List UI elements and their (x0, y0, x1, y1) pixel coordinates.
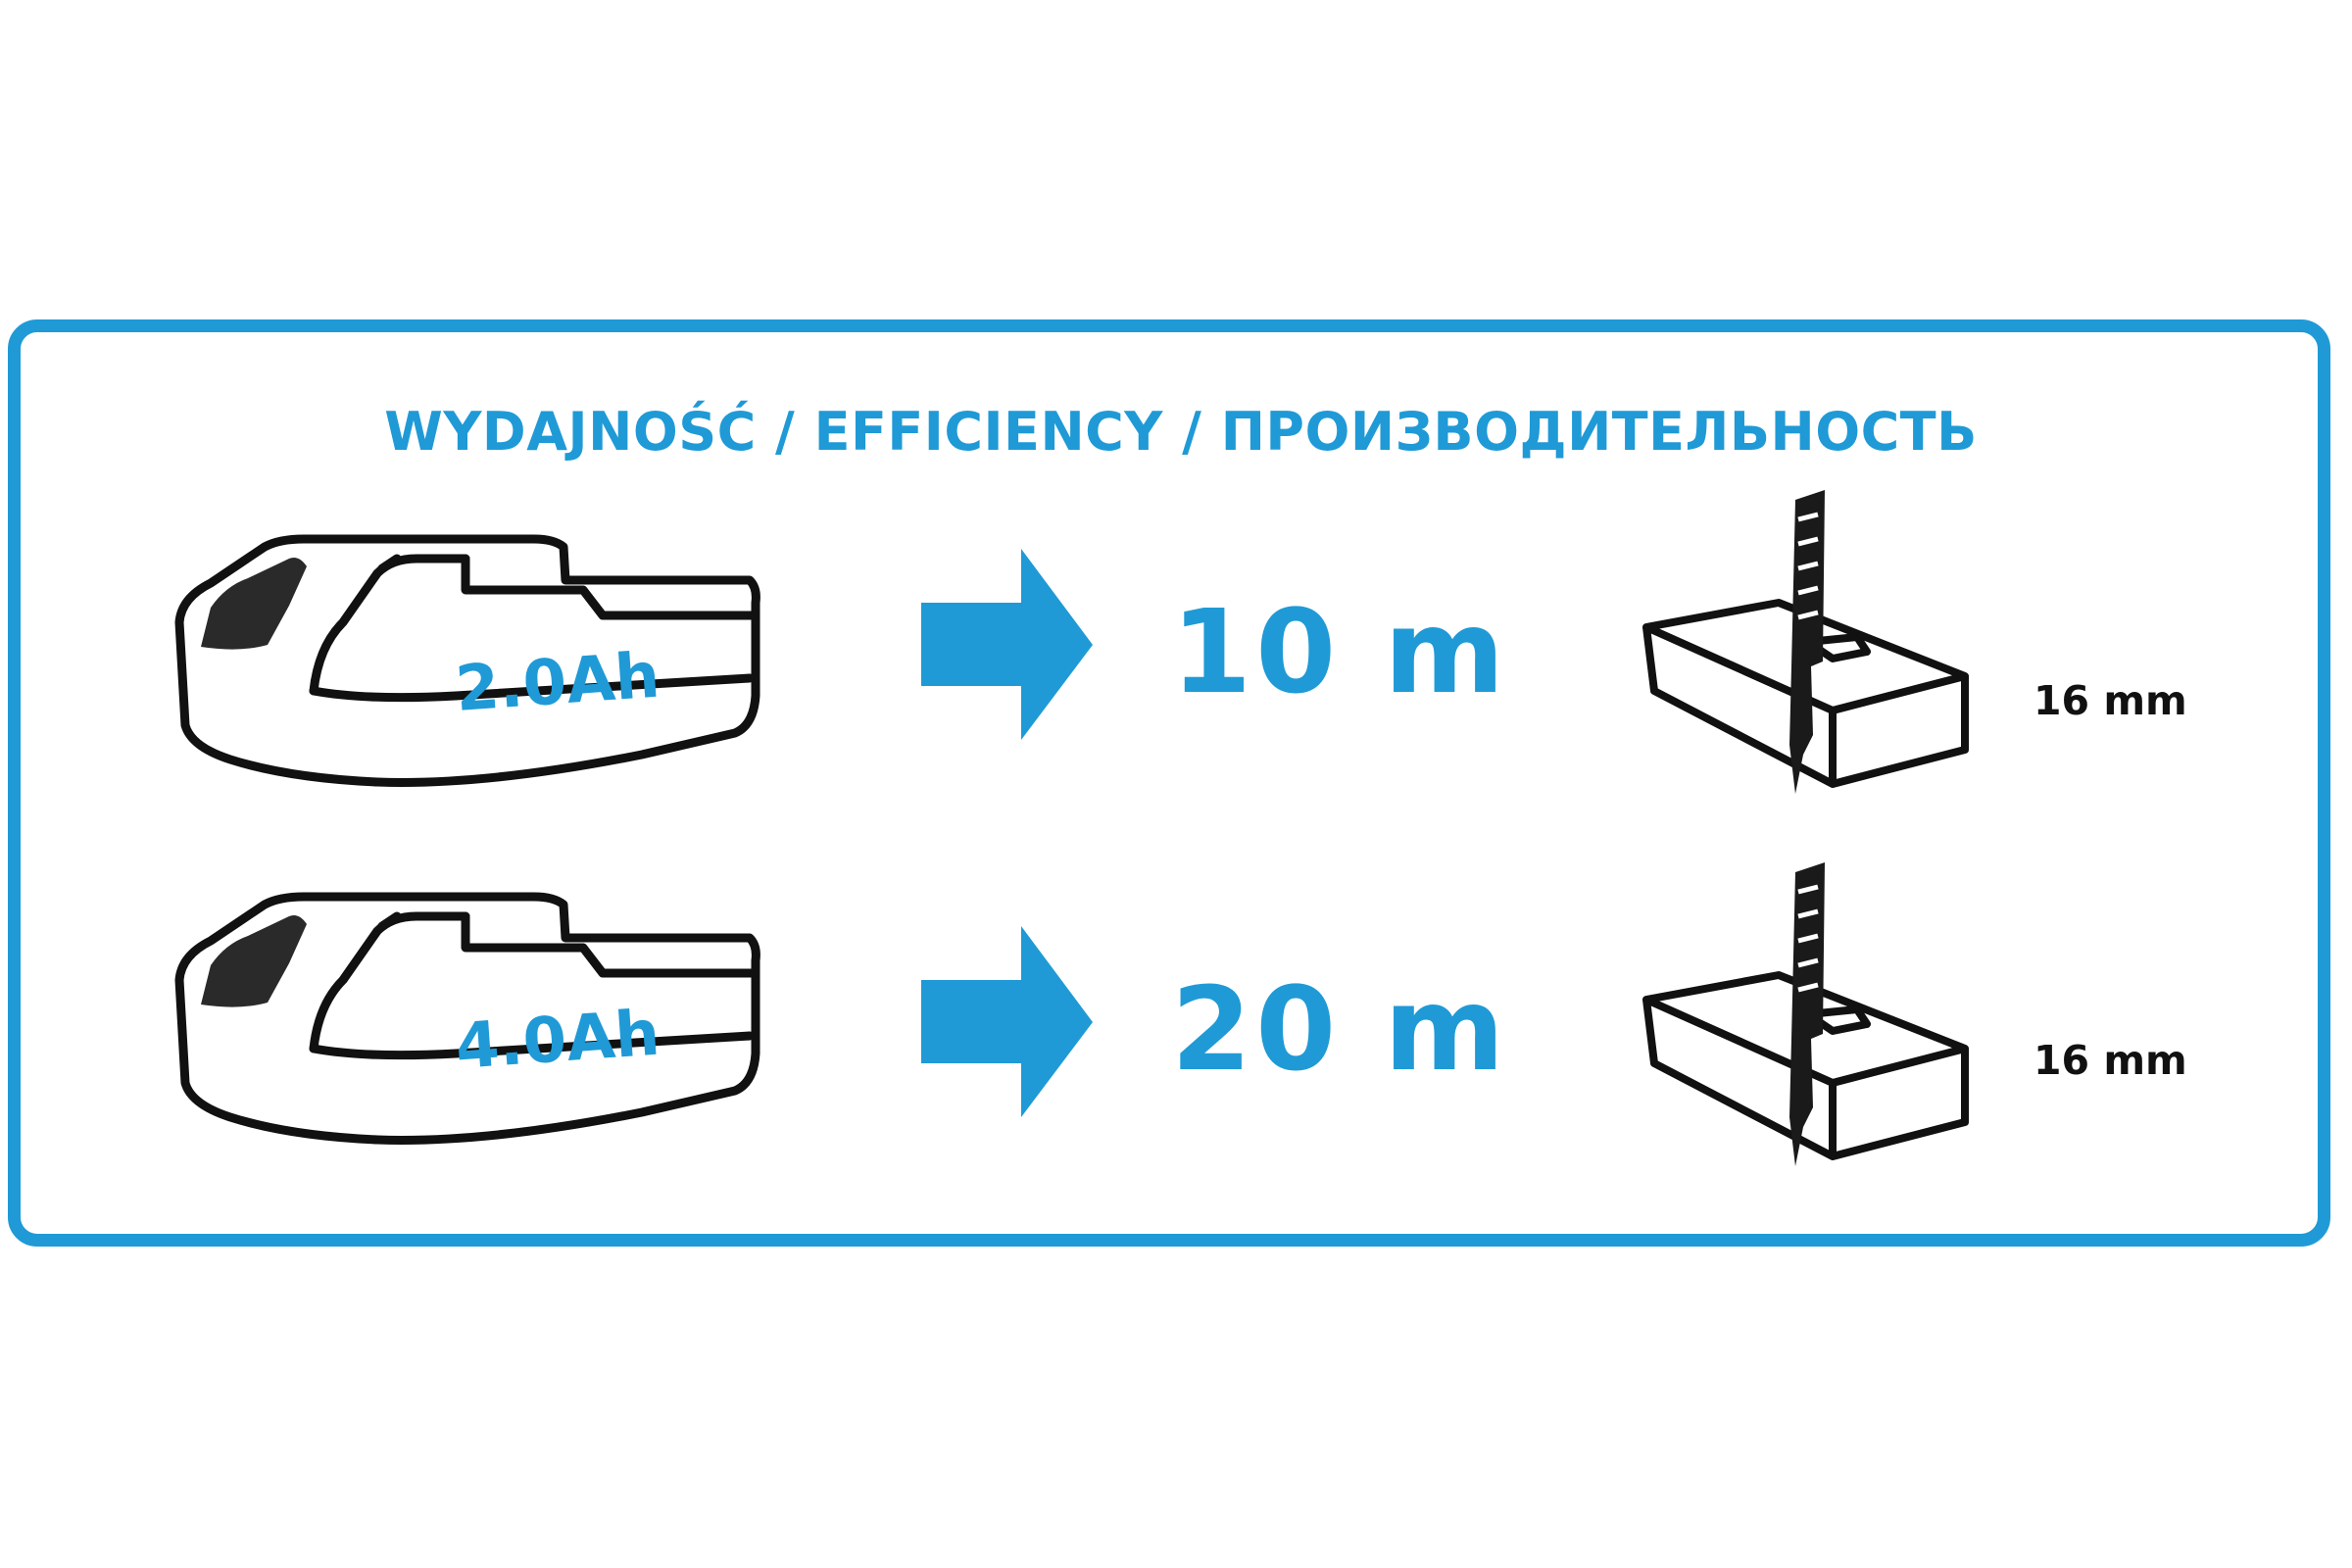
material-thickness: 16 mm (2034, 677, 2187, 724)
battery-capacity-label: 2.0Ah (453, 639, 662, 726)
jigsaw-cutting-wood-icon (1642, 490, 1969, 794)
battery-2ah: 2.0Ah (172, 529, 760, 787)
wood-cut-2 (1637, 862, 1989, 1186)
arrow-row-1 (921, 549, 1098, 745)
cut-length-value: 10 m (1171, 584, 1509, 719)
battery-pack-icon (174, 892, 760, 1145)
jigsaw-cutting-wood-icon (1642, 862, 1969, 1166)
battery-pack-icon (174, 534, 760, 787)
cut-length-value: 20 m (1171, 961, 1509, 1097)
right-arrow-icon (921, 549, 1093, 740)
arrow-row-2 (921, 926, 1098, 1122)
efficiency-title: WYDAJNOŚĆ / EFFICIENCY / ПРОИЗВОДИТЕЛЬНО… (384, 401, 1978, 463)
right-arrow-icon (921, 926, 1093, 1117)
wood-cut-1 (1637, 490, 1989, 813)
battery-4ah: 4.0Ah (172, 887, 760, 1145)
material-thickness: 16 mm (2034, 1037, 2187, 1084)
battery-capacity-label: 4.0Ah (453, 997, 662, 1084)
